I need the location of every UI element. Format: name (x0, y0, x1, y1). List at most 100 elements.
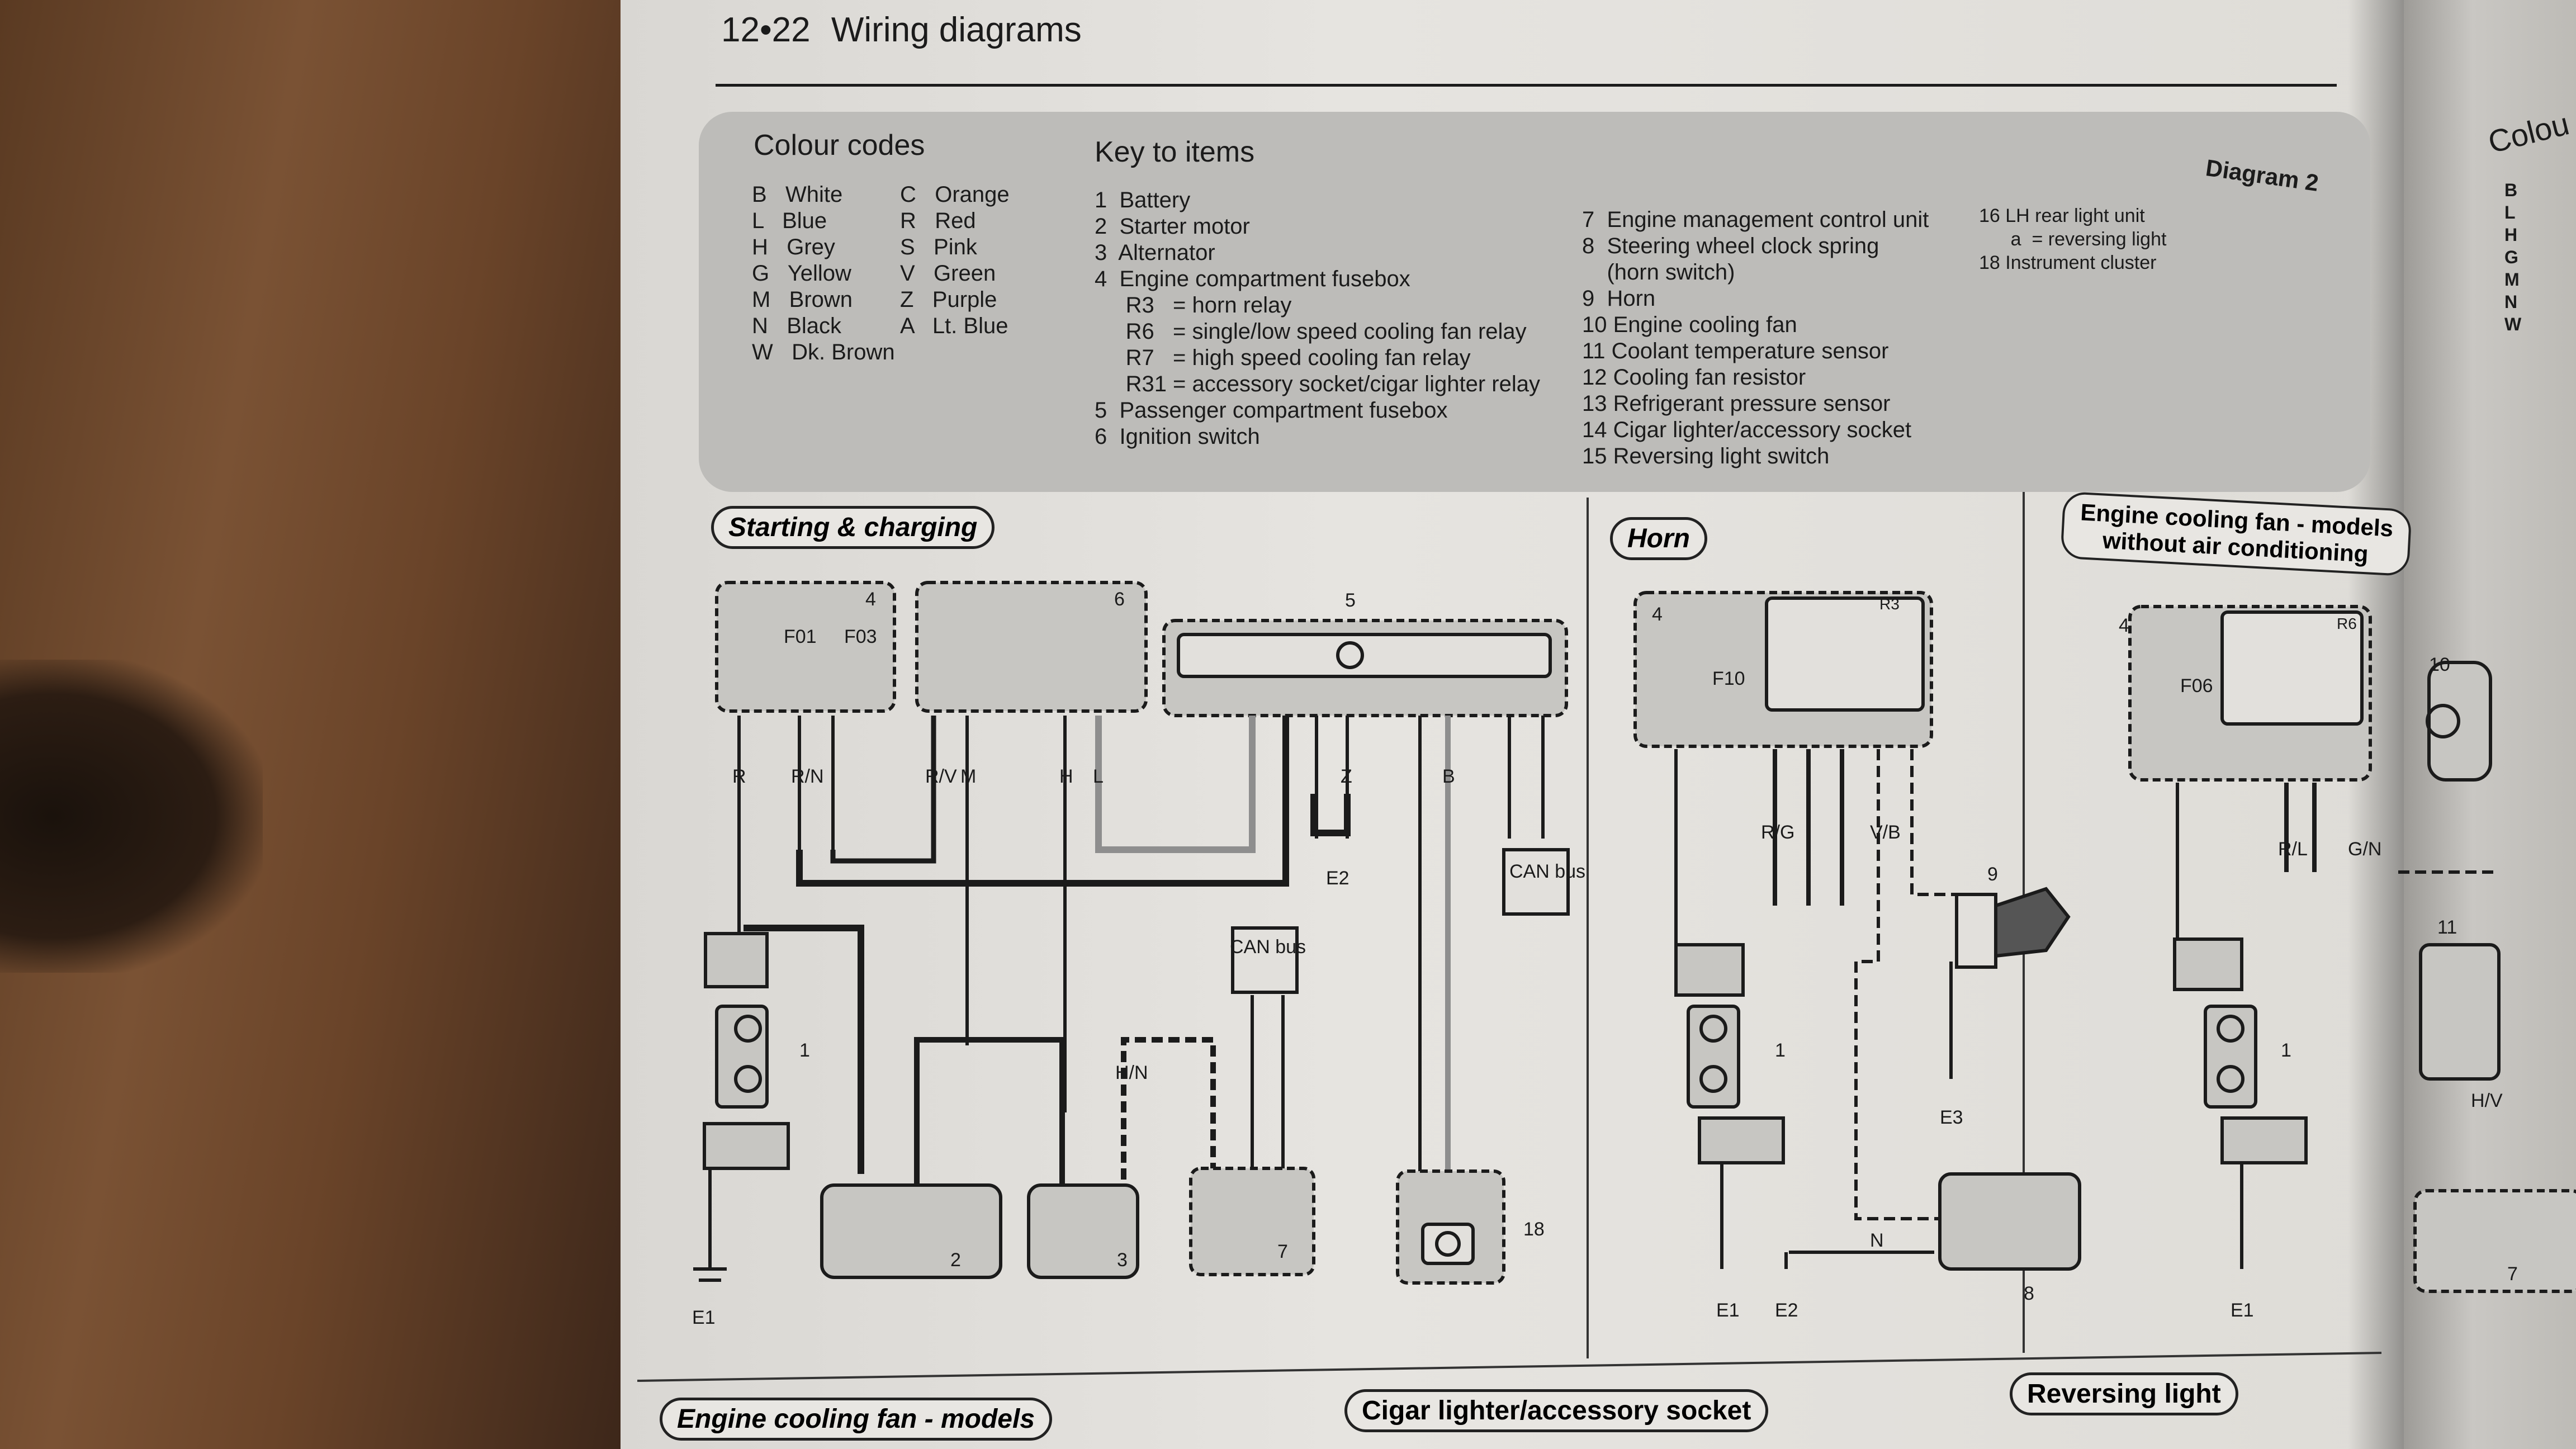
ground-e2: E2 (1326, 868, 1349, 889)
finger-shadow (0, 660, 263, 973)
key-item: 4 Engine compartment fusebox (1095, 267, 1410, 291)
wire-b-label: B (1442, 766, 1455, 787)
wire-rg-label: R/G (1761, 822, 1794, 843)
ground-e3: E3 (1940, 1107, 1963, 1128)
wire-rn-label: R/N (791, 766, 824, 787)
right-page-letter: B (2504, 180, 2518, 200)
key-item: 7 Engine management control unit (1582, 207, 1929, 232)
wire-hn-label: H/N (1115, 1062, 1148, 1083)
item-2-badge: 2 (950, 1249, 961, 1271)
key-item: R6 = single/low speed cooling fan relay (1095, 319, 1527, 344)
page-title: Wiring diagrams (831, 11, 1082, 49)
item-9-badge: 9 (1987, 864, 1998, 885)
wire-m-label: M (960, 766, 976, 787)
item-1-fan-badge: 1 (2281, 1040, 2291, 1061)
item-7-badge: 7 (1277, 1241, 1288, 1262)
key-item: 10 Engine cooling fan (1582, 312, 1797, 337)
wire-l-label: L (1093, 766, 1104, 787)
key-item: 18 Instrument cluster (1979, 252, 2157, 273)
item-8-badge: 8 (2024, 1283, 2034, 1304)
section-horn: Horn (1610, 517, 1707, 560)
item-10-badge: 10 (2429, 654, 2450, 675)
colour-code-row: B White (752, 182, 843, 207)
right-page-letter: N (2504, 292, 2518, 312)
ground-e2-horn: E2 (1775, 1300, 1798, 1321)
colour-code-row: H Grey (752, 235, 835, 259)
wire-vb-label: V/B (1870, 822, 1901, 843)
key-item: 12 Cooling fan resistor (1582, 365, 1806, 390)
header-rule (716, 84, 2337, 87)
wire-hv-label: H/V (2471, 1090, 2503, 1111)
section-bottom-cooling-fan: Engine cooling fan - models (660, 1398, 1053, 1441)
item-1-horn-badge: 1 (1775, 1040, 1786, 1061)
ground-e1-horn: E1 (1716, 1300, 1740, 1321)
item-4-badge: 4 (865, 589, 876, 610)
colour-code-row: W Dk. Brown (752, 340, 895, 364)
key-item: 16 LH rear light unit (1979, 205, 2145, 226)
key-item: 9 Horn (1582, 286, 1656, 311)
section-starting-charging: Starting & charging (711, 506, 995, 549)
item-1-badge: 1 (799, 1040, 810, 1061)
relay-r6-label: R6 (2337, 615, 2357, 632)
right-page-letter: W (2504, 314, 2522, 334)
key-item: a = reversing light (1979, 229, 2167, 250)
key-item: 2 Starter motor (1095, 214, 1250, 239)
fuse-f01-label: F01 (784, 626, 817, 647)
item-4-horn-badge: 4 (1652, 604, 1663, 625)
key-item: 6 Ignition switch (1095, 424, 1260, 449)
wire-h-label: H (1059, 766, 1073, 787)
wire-gn-label: G/N (2348, 839, 2381, 860)
legend-panel (699, 112, 2370, 492)
colour-code-row: N Black (752, 314, 842, 338)
key-item: 14 Cigar lighter/accessory socket (1582, 418, 1912, 442)
wire-rv-label: R/V (925, 766, 957, 787)
fuse-f10-label: F10 (1712, 668, 1745, 689)
page-number: 12•22 (721, 11, 811, 49)
fuse-f06-label: F06 (2180, 675, 2213, 697)
colour-code-row: C Orange (900, 182, 1010, 207)
can-bus-label-1: CAN bus (1230, 936, 1306, 958)
colour-code-row: A Lt. Blue (900, 314, 1008, 338)
colour-code-row: G Yellow (752, 261, 851, 286)
wire-z-label: Z (1341, 766, 1352, 787)
key-item: R3 = horn relay (1095, 293, 1292, 318)
item-4-fan-badge: 4 (2119, 615, 2129, 636)
relay-r3-label: R3 (1879, 595, 1900, 613)
key-item: 5 Passenger compartment fusebox (1095, 398, 1448, 423)
wire-n-label: N (1870, 1230, 1884, 1251)
key-item: 15 Reversing light switch (1582, 444, 1830, 468)
page-header: 12•22 Wiring diagrams (721, 10, 1082, 50)
colour-code-row: R Red (900, 209, 976, 233)
right-page-letter: L (2504, 202, 2516, 222)
item-6-badge: 6 (1114, 589, 1125, 610)
right-page-letter: G (2504, 247, 2518, 267)
fuse-f03-label: F03 (844, 626, 877, 647)
item-11-badge: 11 (2437, 917, 2457, 938)
key-col3: 16 LH rear light unit a = reversing ligh… (1979, 204, 2166, 274)
colour-code-row: V Green (900, 261, 996, 286)
key-item: 1 Battery (1095, 188, 1191, 212)
colour-code-row: L Blue (752, 209, 827, 233)
item-18-badge: 18 (1523, 1219, 1545, 1240)
ground-e1-fan: E1 (2231, 1300, 2254, 1321)
key-item: R7 = high speed cooling fan relay (1095, 345, 1471, 370)
key-item: R31 = accessory socket/cigar lighter rel… (1095, 372, 1540, 396)
key-item: 3 Alternator (1095, 240, 1215, 265)
wire-r-label: R (732, 766, 746, 787)
item-7-fan-badge: 7 (2507, 1263, 2518, 1285)
wire-rl-label: R/L (2278, 839, 2308, 860)
key-item: 13 Refrigerant pressure sensor (1582, 391, 1891, 416)
colour-code-row: M Brown (752, 287, 853, 312)
item-3-badge: 3 (1117, 1249, 1128, 1271)
right-page-letter: M (2504, 269, 2520, 290)
right-page-letter: H (2504, 225, 2518, 245)
ground-e1: E1 (692, 1307, 716, 1328)
key-item: 11 Coolant temperature sensor (1582, 339, 1889, 363)
key-item: 8 Steering wheel clock spring (1582, 234, 1879, 258)
key-item: (horn switch) (1582, 260, 1735, 285)
